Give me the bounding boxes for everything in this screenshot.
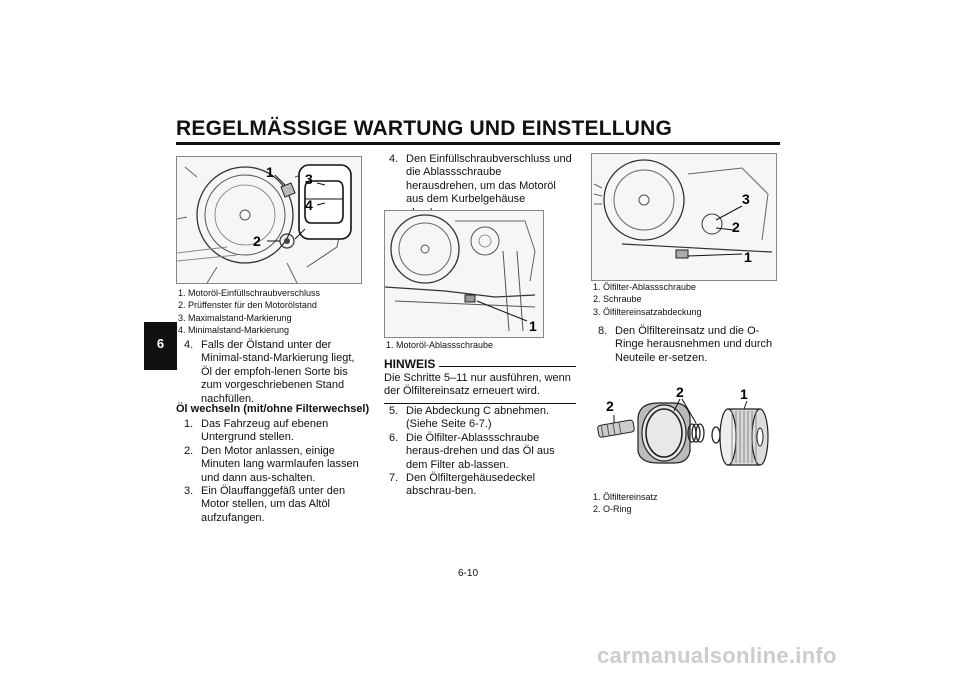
step-number: 3.	[184, 485, 194, 498]
figure-oil-filter-housing: 3 2 1	[591, 153, 777, 281]
figure-captions: 1. Motoröl-Ablassschraube	[386, 339, 493, 351]
col2-steps: 5. Die Abdeckung C abnehmen. (Siehe Seit…	[389, 405, 575, 499]
header-rule	[176, 142, 780, 145]
col1-text: 4. Falls der Ölstand unter der Minimal-s…	[184, 339, 368, 406]
caption-item: 1. Ölfiltereinsatz	[593, 492, 658, 502]
caption-item: 2. Schraube	[593, 294, 642, 305]
caption-item: 1. Motoröl-Ablassschraube	[386, 340, 494, 350]
page-number: 6-10	[458, 568, 479, 579]
callout-2: 2	[732, 219, 740, 235]
callout-4: 4	[305, 197, 313, 213]
step-text: Den Ölfiltereinsatz und die O-Ringe hera…	[615, 325, 773, 364]
hinweis-title: HINWEIS	[384, 357, 436, 371]
step-number: 4.	[389, 153, 399, 165]
callout-1: 1	[744, 249, 752, 265]
callout-2: 2	[253, 233, 261, 249]
step-item: 4. Falls der Ölstand unter der Minimal-s…	[184, 339, 368, 406]
step-item: 7. Den Ölfiltergehäusedeckel abschrau-be…	[389, 472, 575, 499]
caption-item: 2. Prüffenster für den Motorölstand	[178, 300, 317, 311]
callout-1: 1	[529, 318, 537, 334]
step-text: Falls der Ölstand unter der Minimal-stan…	[201, 339, 355, 405]
caption-item: 4. Minimalstand-Markierung	[178, 325, 290, 336]
col2-step4: 4. Den Einfüllschraubverschluss und die …	[389, 153, 575, 220]
callout-1: 1	[740, 386, 748, 402]
figure-captions: 1. Motoröl-Einfüllschraubverschluss 2. P…	[178, 287, 320, 337]
caption-item: 2. O-Ring	[593, 504, 632, 515]
step-number: 8.	[598, 325, 608, 337]
step-text: Die Abdeckung C abnehmen. (Siehe Seite 6…	[406, 405, 550, 431]
step-item: 3. Ein Ölauffanggefäß unter den Motor st…	[184, 485, 370, 525]
figure-captions: 1. Ölfiltereinsatz 2. O-Ring	[593, 491, 658, 516]
step-number: 6.	[389, 431, 399, 444]
step-text: Das Fahrzeug auf ebenen Untergrund stell…	[201, 418, 329, 444]
section-heading: Öl wechseln (mit/ohne Filterwechsel)	[176, 403, 370, 415]
figure-oil-filter-parts: 2 2 1	[591, 376, 777, 488]
callout-3: 3	[742, 191, 750, 207]
caption-item: 3. Maximalstand-Markierung	[178, 312, 292, 323]
hinweis-bottom-rule	[384, 402, 576, 404]
page-title: REGELMÄSSIGE WARTUNG UND EINSTELLUNG	[176, 117, 673, 140]
callout-2: 2	[676, 384, 684, 400]
step-text: Den Ölfiltergehäusedeckel abschrau-ben.	[406, 472, 536, 498]
figure-oil-drain-bolt: 1	[384, 210, 544, 338]
figure-captions: 1. Ölfilter-Ablassschraube 2. Schraube 3…	[593, 281, 702, 318]
callout-3: 3	[305, 171, 313, 187]
hinweis-text: Die Schritte 5–11 nur ausführen, wenn de…	[384, 372, 571, 398]
callout-2: 2	[606, 398, 614, 414]
chapter-tab: 6	[144, 322, 177, 370]
hinweis-rule	[439, 365, 576, 367]
step-text: Den Einfüllschraubverschluss und die Abl…	[406, 153, 572, 219]
figure-oil-level-window: 1 3 4 2	[176, 156, 362, 284]
step-number: 5.	[389, 405, 399, 417]
step-item: 1. Das Fahrzeug auf ebenen Untergrund st…	[184, 418, 370, 445]
step-text: Die Ölfilter-Ablassschraube heraus-drehe…	[406, 431, 555, 471]
callout-1: 1	[266, 164, 274, 180]
step-item: 5. Die Abdeckung C abnehmen. (Siehe Seit…	[389, 405, 575, 432]
step-text: Den Motor anlassen, einige Minuten lang …	[201, 444, 359, 484]
step-item: 8. Den Ölfiltereinsatz und die O-Ringe h…	[598, 325, 784, 365]
watermark: carmanualsonline.info	[597, 643, 837, 668]
hinweis-box: HINWEIS Die Schritte 5–11 nur ausführen,…	[384, 357, 576, 404]
step-number: 7.	[389, 472, 399, 485]
step-text: Ein Ölauffanggefäß unter den Motor stell…	[201, 485, 346, 524]
caption-item: 1. Ölfilter-Ablassschraube	[593, 282, 697, 292]
caption-item: 1. Motoröl-Einfüllschraubverschluss	[178, 288, 321, 298]
step-item: 2. Den Motor anlassen, einige Minuten la…	[184, 445, 370, 485]
chapter-number: 6	[156, 336, 165, 351]
step-item: 6. Die Ölfilter-Ablassschraube heraus-dr…	[389, 432, 575, 472]
step-item: 4. Den Einfüllschraubverschluss und die …	[389, 153, 575, 220]
col3-step8: 8. Den Ölfiltereinsatz und die O-Ringe h…	[598, 325, 784, 365]
caption-item: 3. Ölfiltereinsatzabdeckung	[593, 306, 702, 317]
col1-steps: 1. Das Fahrzeug auf ebenen Untergrund st…	[184, 418, 370, 525]
step-number: 2.	[184, 444, 194, 457]
step-number: 4.	[184, 339, 194, 351]
step-number: 1.	[184, 418, 194, 430]
